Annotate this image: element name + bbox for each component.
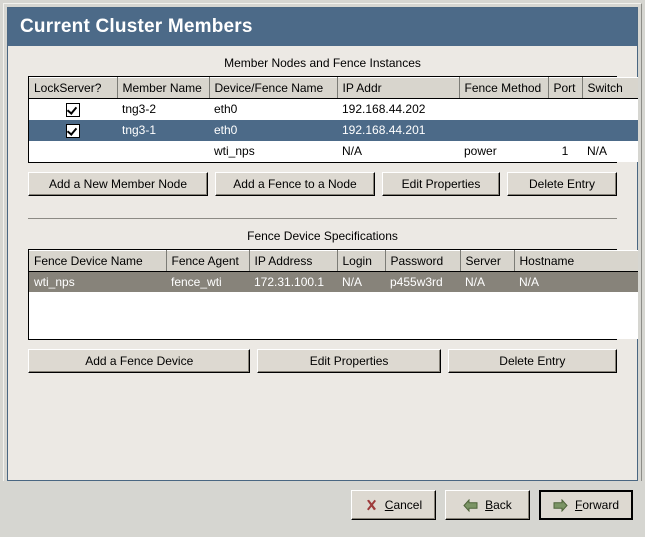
port-cell — [548, 98, 582, 120]
column-header-switch[interactable]: Switch — [582, 77, 638, 99]
forward-accel: F — [574, 498, 583, 512]
members-button-row: Add a New Member Node Add a Fence to a N… — [28, 171, 617, 196]
add-new-member-node-button[interactable]: Add a New Member Node — [28, 171, 208, 196]
login-cell: N/A — [337, 271, 385, 293]
fence-method-cell — [459, 119, 548, 141]
lockserver-cell[interactable] — [29, 98, 117, 120]
column-header-fence-agent[interactable]: Fence Agent — [166, 249, 250, 272]
member-name-cell: tng3-2 — [117, 98, 209, 120]
delete-entry-button-fence[interactable]: Delete Entry — [447, 349, 617, 374]
column-header-server[interactable]: Server — [460, 249, 515, 272]
lockserver-checkbox[interactable] — [66, 102, 80, 117]
table-row[interactable]: wti_nps fence_wti 172.31.100.1 N/A p455w… — [29, 271, 638, 293]
forward-label: Forward — [575, 498, 619, 512]
hostname-cell: N/A — [514, 271, 638, 293]
ip-addr-cell: N/A — [337, 140, 459, 162]
table-header-row: LockServer? Member Name Device/Fence Nam… — [29, 77, 638, 99]
table-row[interactable]: tng3-1 eth0 192.168.44.201 — [29, 119, 638, 141]
member-name-cell — [117, 140, 209, 162]
members-section-heading: Member Nodes and Fence Instances — [224, 56, 421, 70]
column-header-lockserver[interactable]: LockServer? — [29, 77, 118, 99]
fence-method-cell: power — [459, 140, 548, 162]
lockserver-cell[interactable] — [29, 119, 117, 141]
panel-body: Member Nodes and Fence Instances — [8, 46, 638, 480]
switch-cell — [582, 119, 638, 141]
ip-address-cell: 172.31.100.1 — [249, 271, 337, 293]
edit-properties-button-fence[interactable]: Edit Properties — [257, 349, 441, 374]
delete-entry-button-members[interactable]: Delete Entry — [507, 171, 617, 196]
fence-devices-button-row: Add a Fence Device Edit Properties Delet… — [28, 349, 617, 374]
member-nodes-table[interactable]: LockServer? Member Name Device/Fence Nam… — [28, 76, 638, 163]
edit-properties-button-members[interactable]: Edit Properties — [382, 171, 500, 196]
cancel-label: Cancel — [385, 498, 422, 512]
device-fence-name-cell: wti_nps — [209, 140, 337, 162]
back-label-rest: ack — [493, 498, 512, 512]
column-header-device-fence-name[interactable]: Device/Fence Name — [209, 77, 338, 99]
table-header-row: Fence Device Name Fence Agent IP Address… — [29, 249, 638, 272]
device-fence-name-cell: eth0 — [209, 98, 337, 120]
port-cell: 1 — [548, 140, 582, 162]
password-cell: p455w3rd — [385, 271, 460, 293]
port-cell — [548, 119, 582, 141]
switch-cell — [582, 98, 638, 120]
forward-button[interactable]: Forward — [538, 490, 633, 520]
cancel-accel: C — [384, 498, 394, 512]
ip-addr-cell: 192.168.44.202 — [337, 98, 459, 120]
arrow-right-icon — [553, 498, 568, 512]
column-header-fence-device-name[interactable]: Fence Device Name — [29, 249, 167, 272]
back-label: Back — [485, 498, 512, 512]
content-panel: Current Cluster Members Member Nodes and… — [7, 7, 638, 481]
add-fence-to-node-button[interactable]: Add a Fence to a Node — [215, 171, 375, 196]
ip-addr-cell: 192.168.44.201 — [337, 119, 459, 141]
back-button[interactable]: Back — [444, 490, 530, 520]
dialog-footer: Cancel Back Forward — [0, 481, 645, 537]
column-header-ip-address[interactable]: IP Address — [249, 249, 338, 272]
column-header-hostname[interactable]: Hostname — [514, 249, 638, 272]
fence-devices-section-heading: Fence Device Specifications — [247, 228, 398, 243]
forward-label-rest: orward — [582, 498, 619, 512]
cancel-label-rest: ancel — [393, 498, 423, 512]
fence-device-name-cell: wti_nps — [29, 271, 166, 293]
cancel-x-icon — [365, 499, 378, 512]
table-row[interactable]: tng3-2 eth0 192.168.44.202 — [29, 98, 638, 120]
column-header-ip-addr[interactable]: IP Addr — [337, 77, 460, 99]
fence-devices-table[interactable]: Fence Device Name Fence Agent IP Address… — [28, 248, 638, 341]
titlebar: Current Cluster Members — [8, 8, 637, 46]
server-cell: N/A — [460, 271, 514, 293]
lockserver-checkbox[interactable] — [66, 123, 80, 138]
fence-method-cell — [459, 98, 548, 120]
column-header-member-name[interactable]: Member Name — [117, 77, 210, 99]
table-row[interactable]: wti_nps N/A power 1 N/A — [29, 140, 638, 162]
cancel-button[interactable]: Cancel — [350, 490, 436, 520]
table-empty-area — [29, 292, 638, 340]
table-empty-row — [29, 292, 638, 340]
column-header-password[interactable]: Password — [385, 249, 461, 272]
add-fence-device-button[interactable]: Add a Fence Device — [28, 349, 251, 374]
section-divider — [28, 217, 617, 219]
column-header-port[interactable]: Port — [548, 77, 583, 99]
page-title: Current Cluster Members — [20, 16, 253, 37]
arrow-left-icon — [463, 498, 478, 512]
member-name-cell: tng3-1 — [117, 119, 209, 141]
fence-agent-cell: fence_wti — [166, 271, 249, 293]
column-header-login[interactable]: Login — [337, 249, 386, 272]
column-header-fence-method[interactable]: Fence Method — [459, 77, 549, 99]
lockserver-cell — [29, 140, 117, 162]
device-fence-name-cell: eth0 — [209, 119, 337, 141]
back-accel: B — [485, 498, 494, 512]
switch-cell: N/A — [582, 140, 638, 162]
